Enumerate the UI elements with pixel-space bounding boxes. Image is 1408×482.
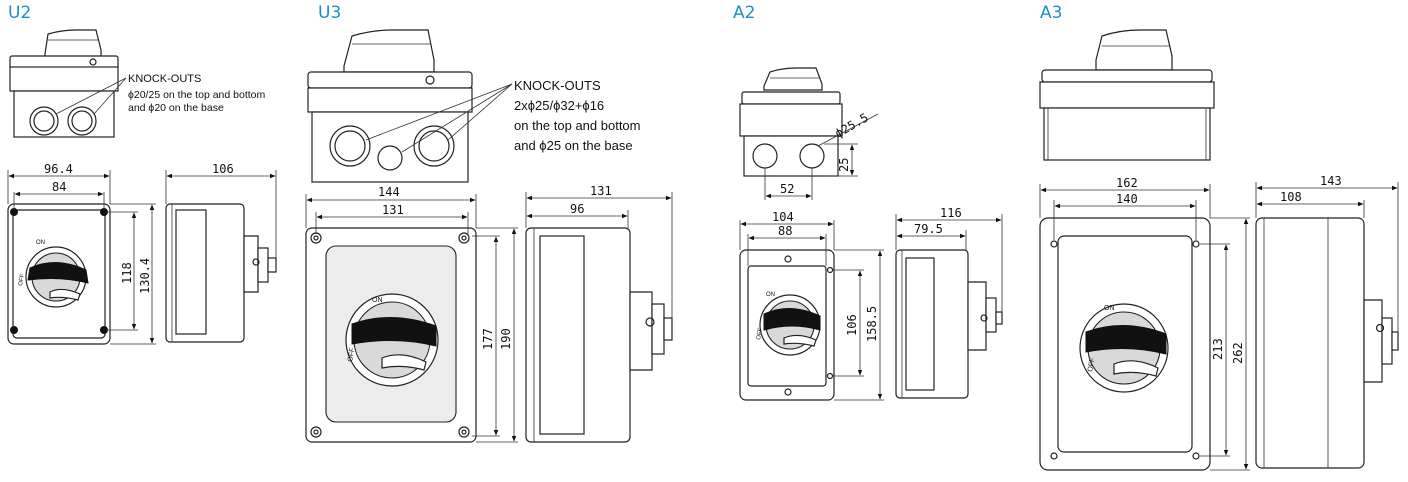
model-title-u3: U3 bbox=[318, 3, 341, 23]
a2-top-view bbox=[739, 67, 843, 177]
a2-hole-height: 25 bbox=[837, 158, 851, 172]
a3-height-inner: 213 bbox=[1211, 338, 1225, 360]
u3-front-view: ON OFF bbox=[305, 227, 477, 443]
u2-front-view: ON OFF bbox=[7, 203, 111, 345]
u3-depth-outer: 131 bbox=[590, 184, 612, 198]
u2-depth: 106 bbox=[212, 162, 234, 176]
u3-knockouts-title: KNOCK-OUTS bbox=[514, 78, 601, 93]
u3-side-view: 131 96 bbox=[525, 184, 673, 443]
u2-knockouts-callout: KNOCK-OUTS ϕ20/25 on the top and bottom … bbox=[55, 73, 265, 115]
u2-on-label: ON bbox=[36, 240, 45, 246]
u3-height-inner: 177 bbox=[481, 328, 495, 350]
u2-knockouts-line1: ϕ20/25 on the top and bottom bbox=[128, 89, 265, 101]
a3-height-outer: 262 bbox=[1231, 342, 1245, 364]
a3-side-view: 143 108 bbox=[1255, 174, 1399, 469]
u2-knockouts-title: KNOCK-OUTS bbox=[128, 73, 201, 85]
a2-width-inner: 88 bbox=[778, 224, 792, 238]
u3-dimensions: 144 131 177 190 bbox=[305, 185, 518, 443]
a2-off-label: OFF bbox=[756, 327, 764, 340]
u3-top-view bbox=[307, 29, 473, 183]
u2-height-outer: 130.4 bbox=[138, 258, 152, 294]
u3-on-label: ON bbox=[372, 297, 383, 304]
a2-front-view: ON OFF bbox=[739, 249, 835, 401]
u2-side-view: 106 bbox=[165, 162, 277, 343]
u2-height-inner: 118 bbox=[120, 262, 134, 284]
a2-depth-outer: 116 bbox=[940, 206, 962, 220]
a3-width-inner: 140 bbox=[1116, 192, 1138, 206]
a3-dimensions: 162 140 213 262 bbox=[1039, 176, 1250, 471]
u3-depth-inner: 96 bbox=[570, 202, 584, 216]
a3-top-view bbox=[1039, 29, 1215, 161]
model-title-u2: U2 bbox=[8, 3, 31, 23]
u3-height-outer: 190 bbox=[499, 328, 513, 350]
a3-front-view: ON OFF bbox=[1039, 217, 1211, 471]
a3-width-outer: 162 bbox=[1116, 176, 1138, 190]
u3-off-label: OFF bbox=[347, 347, 356, 362]
u2-off-label: OFF bbox=[18, 273, 26, 286]
u2-dimensions: 96.4 84 118 130.4 bbox=[7, 162, 156, 345]
u2-knockouts-line2: and ϕ20 on the base bbox=[128, 102, 224, 114]
a2-dimensions: 104 88 106 158.5 bbox=[739, 210, 884, 401]
u3-width-inner: 131 bbox=[382, 203, 404, 217]
a2-depth-inner: 79.5 bbox=[914, 222, 943, 236]
u3-knockouts-line3: and ϕ25 on the base bbox=[514, 138, 633, 153]
a2-hole-spacing: 52 bbox=[780, 182, 794, 196]
a2-on-label: ON bbox=[766, 292, 775, 298]
a2-width-outer: 104 bbox=[772, 210, 794, 224]
u3-knockouts-line1: 2xϕ25/ϕ32+ϕ16 bbox=[514, 98, 604, 113]
a2-height-inner: 106 bbox=[845, 314, 859, 336]
a2-height-outer: 158.5 bbox=[865, 306, 879, 342]
u2-top-view bbox=[9, 29, 119, 138]
u2-width-outer: 96.4 bbox=[44, 162, 73, 176]
u2-width-inner: 84 bbox=[52, 180, 66, 194]
u3-knockouts-line2: on the top and bottom bbox=[514, 118, 640, 133]
a3-depth-outer: 143 bbox=[1320, 174, 1342, 188]
a3-depth-inner: 108 bbox=[1280, 190, 1302, 204]
model-title-a3: A3 bbox=[1040, 3, 1062, 23]
a2-side-view: 116 79.5 bbox=[895, 206, 1003, 399]
u3-width-outer: 144 bbox=[378, 185, 400, 199]
a3-on-label: ON bbox=[1104, 305, 1115, 312]
u3-knockouts-callout: KNOCK-OUTS 2xϕ25/ϕ32+ϕ16 on the top and … bbox=[365, 78, 640, 153]
model-title-a2: A2 bbox=[733, 3, 755, 23]
a3-off-label: OFF bbox=[1087, 357, 1096, 372]
